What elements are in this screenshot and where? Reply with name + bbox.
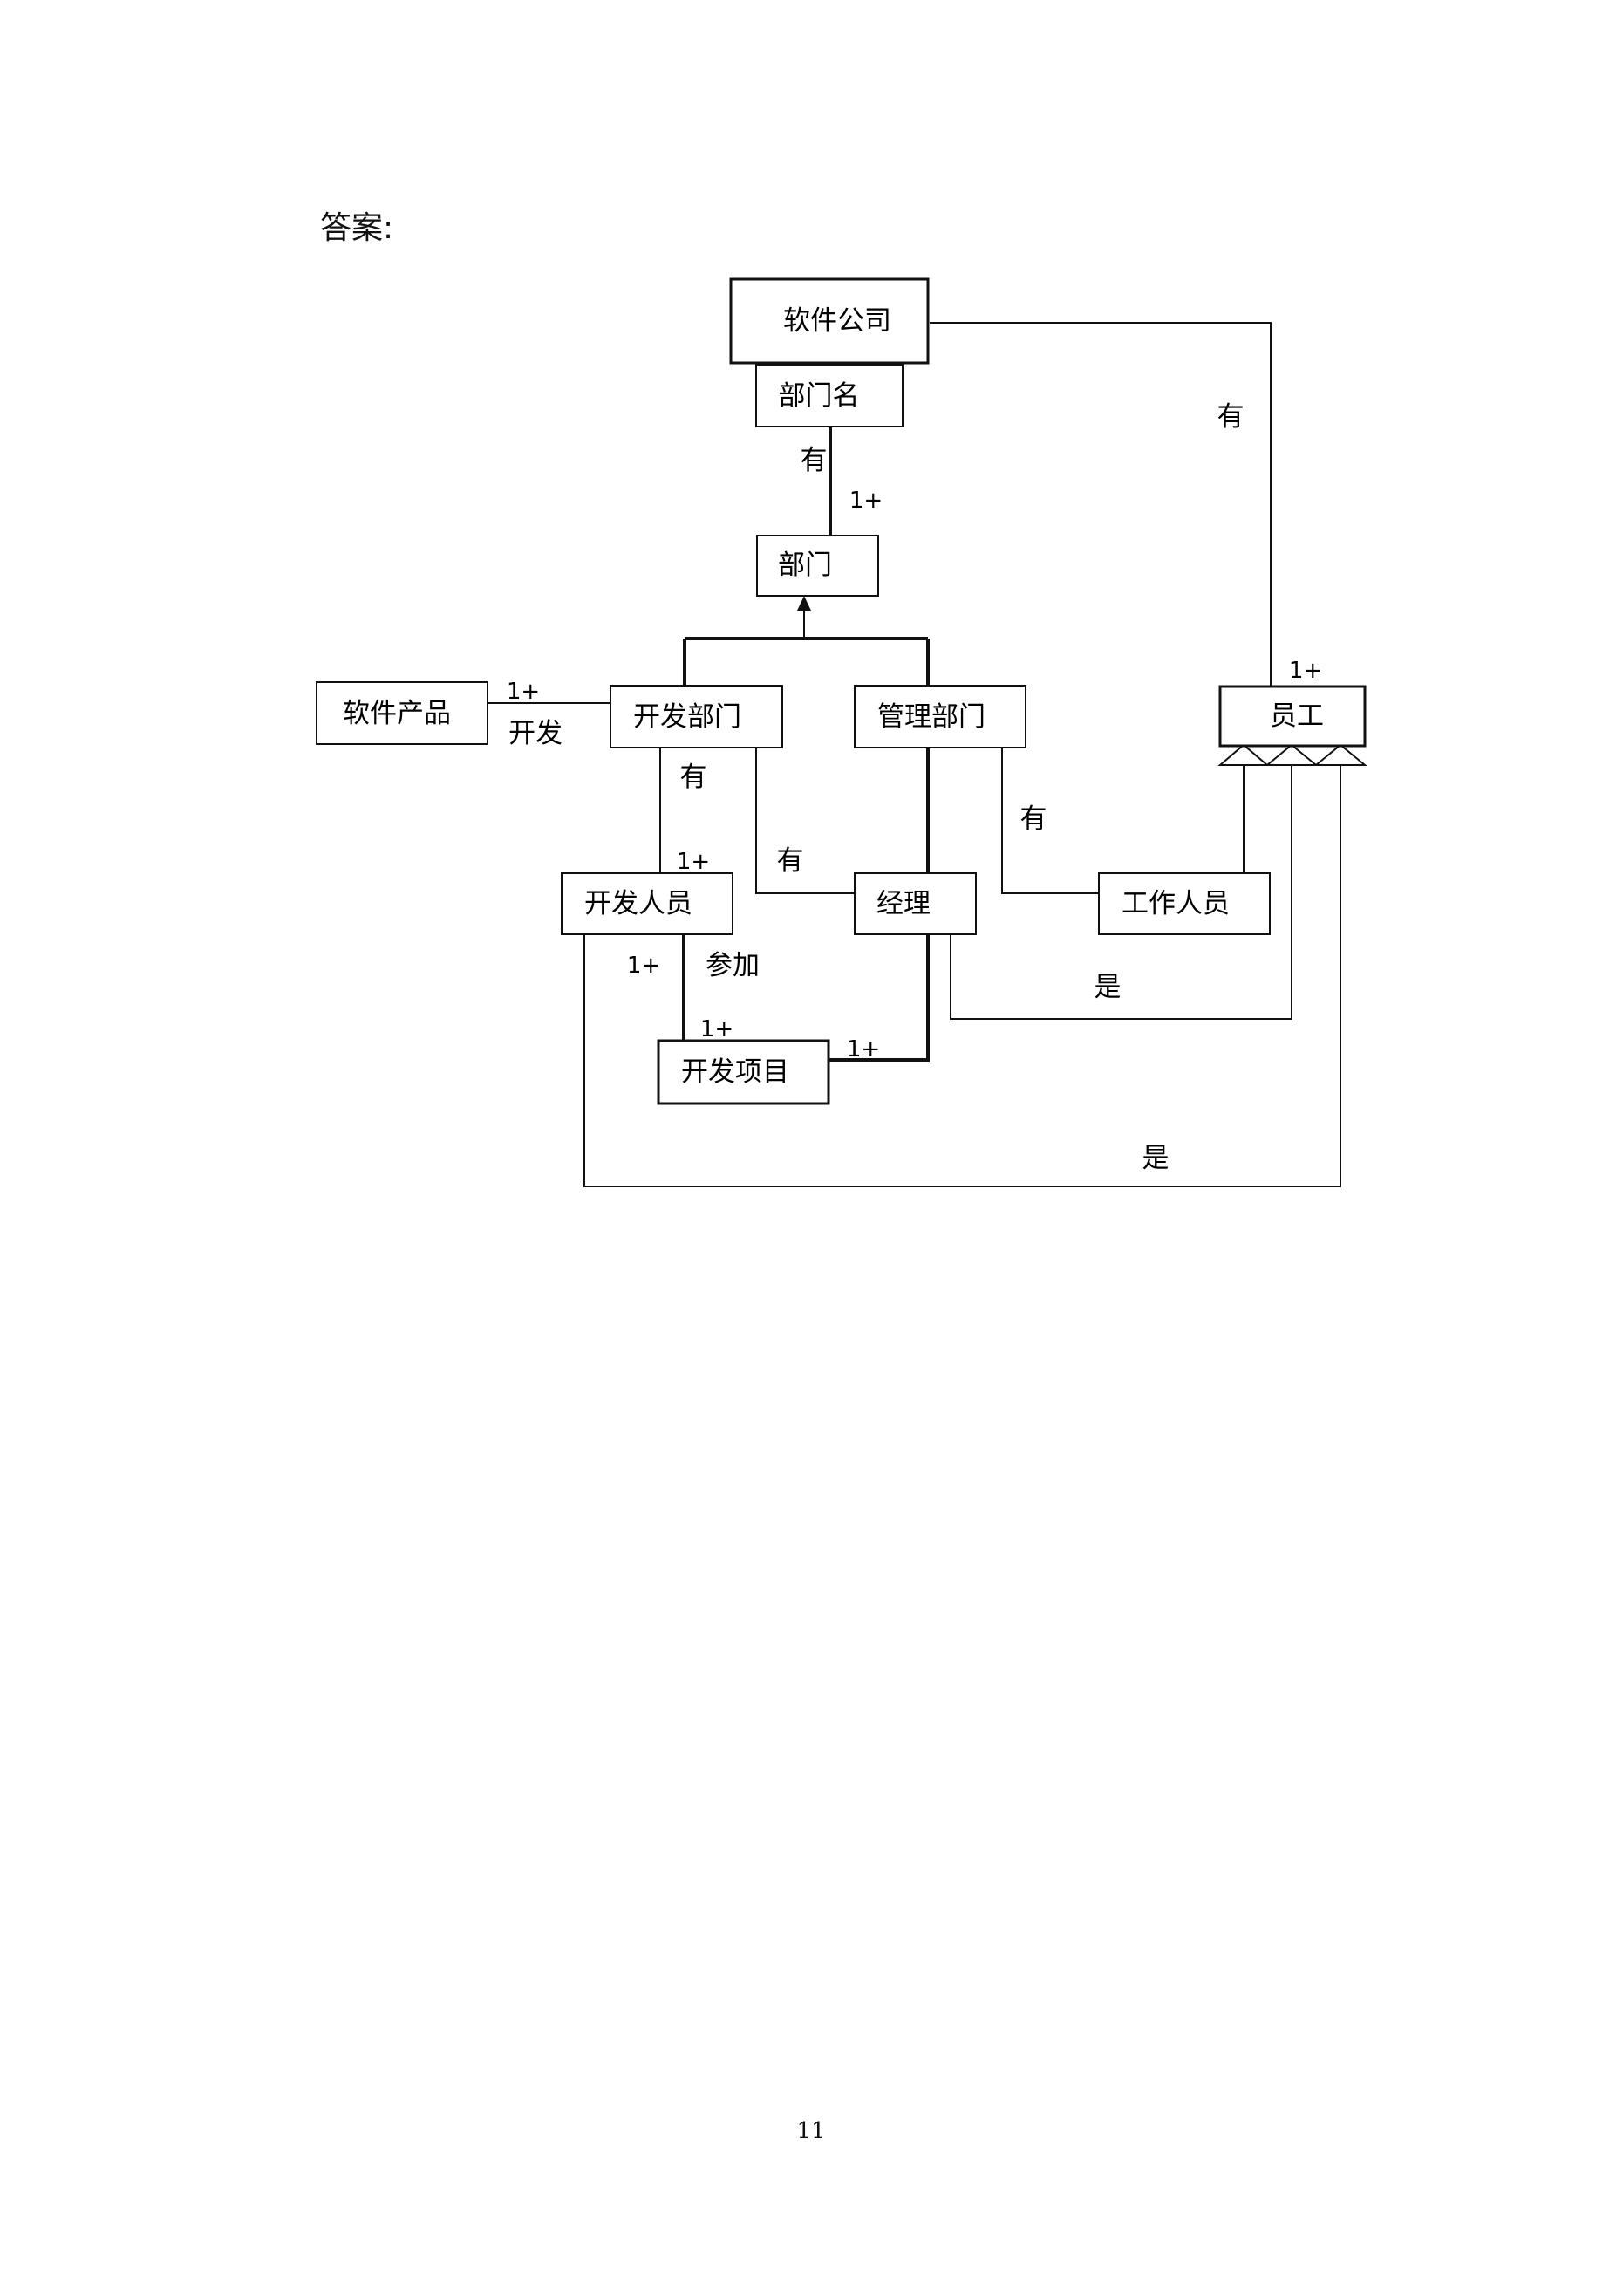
- entity-label: 部门名: [779, 380, 860, 412]
- relation-label: 有: [1020, 803, 1047, 835]
- entity-box: [1218, 685, 1367, 748]
- entity-box: [755, 364, 904, 427]
- entity-staff: 工作人员: [1098, 872, 1271, 935]
- entity-box: [316, 681, 488, 745]
- entity-developer: 开发人员: [561, 872, 733, 935]
- generalization-triangle-icon: [1217, 743, 1270, 766]
- entity-label: 开发人员: [584, 888, 692, 919]
- answer-heading: 答案:: [320, 210, 394, 246]
- entity-dev-project: 开发项目: [657, 1039, 830, 1105]
- entity-dept-name: 部门名: [755, 364, 904, 427]
- entity-box: [854, 685, 1026, 748]
- multiplicity-label: 1+: [847, 1036, 880, 1063]
- relation-label: 参加: [706, 950, 760, 981]
- multiplicity-label: 1+: [627, 953, 660, 979]
- entity-box: [610, 685, 783, 748]
- relation-label: 是: [1142, 1143, 1170, 1174]
- entity-box: [854, 872, 977, 935]
- inheritance-arrow-icon: [797, 596, 811, 611]
- entity-dev-department: 开发部门: [610, 685, 783, 748]
- multiplicity-label: 1+: [849, 488, 883, 514]
- manager-employee-line: [950, 765, 1292, 1020]
- entity-software-product: 软件产品: [316, 681, 488, 745]
- multiplicity-label: 1+: [677, 849, 710, 875]
- entity-label: 开发项目: [681, 1056, 789, 1088]
- relation-label: 有: [801, 445, 828, 476]
- developer-employee-line: [583, 765, 1341, 1187]
- devdept-manager-line: [755, 748, 855, 894]
- relation-label: 有: [1217, 401, 1245, 433]
- relation-label: 有: [680, 762, 707, 793]
- manager-project-line: [829, 934, 930, 1062]
- entity-department: 部门: [756, 535, 879, 597]
- multiplicity-labels: 1+ 1+ 1+ 1+ 1+ 1+ 1+: [507, 488, 1322, 1063]
- generalization-triangle-icon: [1265, 743, 1319, 766]
- entity-box: [729, 277, 930, 365]
- entity-label: 员工: [1270, 700, 1324, 732]
- relation-label: 是: [1095, 972, 1122, 1003]
- entity-software-company: 软件公司: [729, 277, 930, 365]
- entity-employee: 员工: [1218, 685, 1367, 748]
- entity-label: 软件公司: [783, 305, 891, 337]
- page-number: 11: [796, 2118, 826, 2144]
- entity-box: [561, 872, 733, 935]
- entity-label: 软件产品: [343, 698, 451, 729]
- entity-mgmt-department: 管理部门: [854, 685, 1026, 748]
- entity-label: 经理: [876, 888, 931, 919]
- entity-box: [756, 535, 879, 597]
- entity-label: 工作人员: [1122, 888, 1230, 919]
- relation-labels: 有 有 开发 有 有 有 参加 是 是: [508, 401, 1245, 1174]
- multiplicity-label: 1+: [1289, 658, 1322, 684]
- mgmtdept-staff-line: [1001, 748, 1099, 894]
- multiplicity-label: 1+: [700, 1016, 733, 1042]
- entity-box: [657, 1039, 830, 1105]
- entity-box: [1098, 872, 1271, 935]
- entity-manager: 经理: [854, 872, 977, 935]
- relation-label: 开发: [508, 718, 563, 749]
- entity-label: 部门: [778, 550, 832, 581]
- entity-label: 管理部门: [877, 701, 985, 733]
- company-employee-line: [930, 322, 1272, 687]
- multiplicity-label: 1+: [507, 679, 540, 705]
- generalization-triangle-icon: [1313, 743, 1367, 766]
- connectors: [488, 322, 1367, 1187]
- entity-label: 开发部门: [633, 701, 741, 733]
- relation-label: 有: [777, 845, 804, 877]
